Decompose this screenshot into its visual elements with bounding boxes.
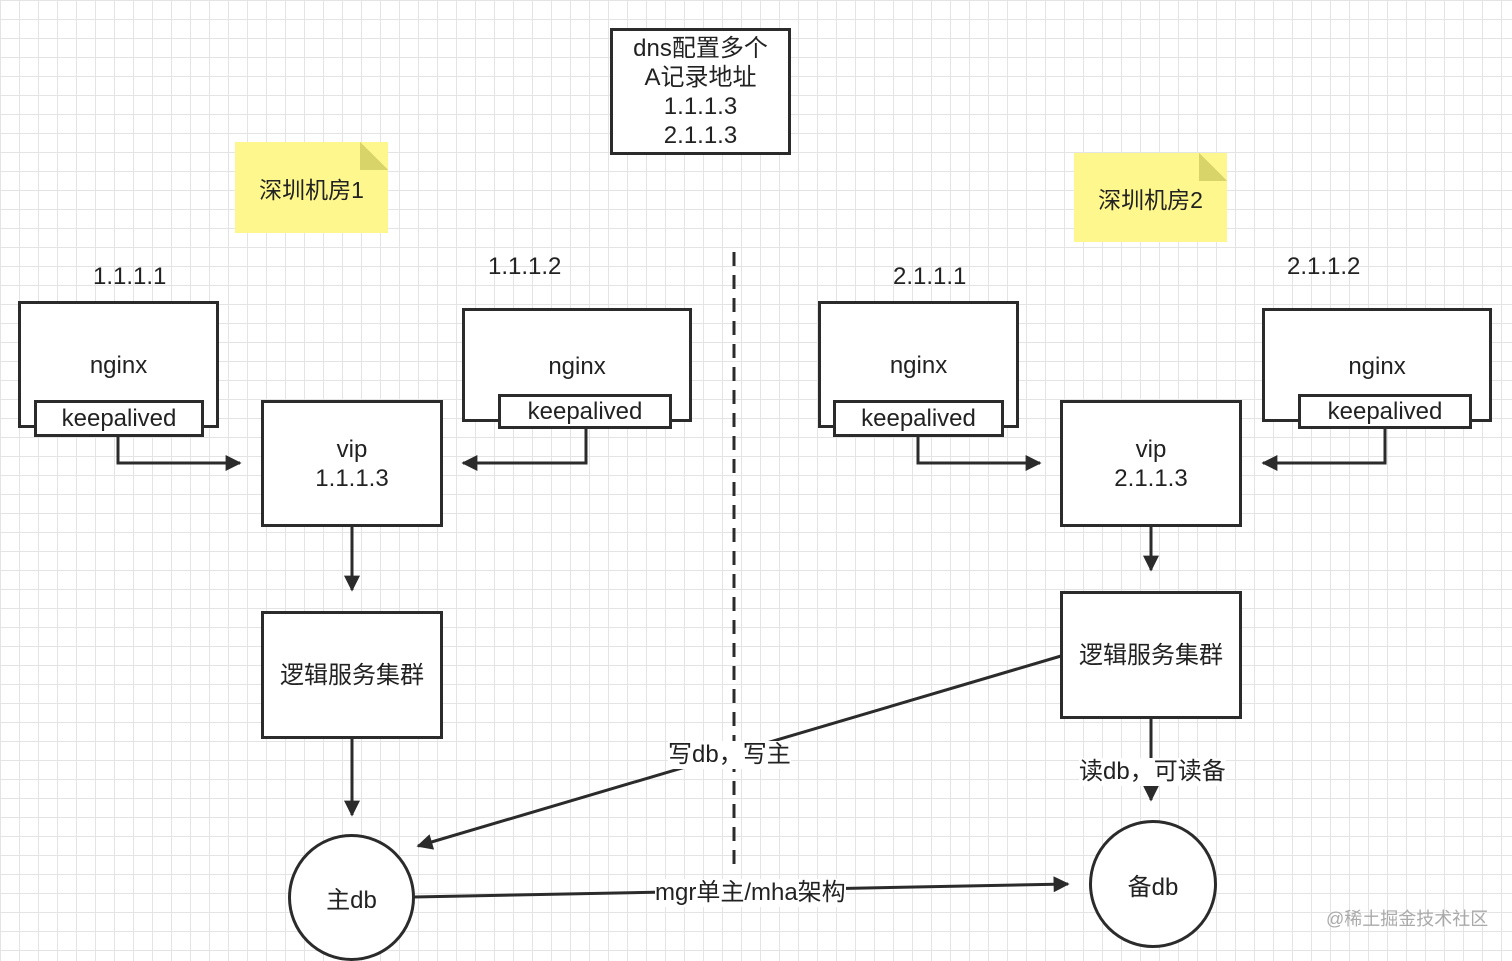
- note-fold-icon: [360, 142, 388, 170]
- service-label: 逻辑服务集群: [280, 661, 424, 689]
- edge-keepalived1a-vip: [116, 436, 242, 471]
- room1-service-cluster[interactable]: 逻辑服务集群: [261, 611, 443, 739]
- room2-service-cluster[interactable]: 逻辑服务集群: [1060, 591, 1242, 719]
- edge-keepalived2a-vip: [916, 436, 1042, 471]
- room2-ip-b: 2.1.1.2: [1287, 253, 1361, 280]
- keepalived-label: keepalived: [61, 405, 177, 432]
- dns-line-4: 2.1.1.3: [663, 121, 738, 149]
- vip-ip: 2.1.1.3: [1114, 464, 1188, 492]
- write-edge-label: 写db，写主: [668, 741, 791, 769]
- dns-line-3: 1.1.1.3: [663, 92, 738, 120]
- dns-line-1: dns配置多个: [633, 34, 768, 62]
- nginx-label: nginx: [1348, 353, 1406, 380]
- room2-vip[interactable]: vip 2.1.1.3: [1060, 400, 1242, 527]
- watermark: @稀土掘金技术社区: [1326, 909, 1489, 929]
- vip-ip: 1.1.1.3: [315, 464, 389, 492]
- room2-note-text: 深圳机房2: [1098, 186, 1203, 213]
- backup-db[interactable]: 备db: [1089, 820, 1217, 948]
- vip-label: vip: [1135, 435, 1167, 463]
- keepalived-label: keepalived: [861, 405, 976, 432]
- room1-ip-a: 1.1.1.1: [93, 263, 167, 290]
- dns-line-2: A记录地址: [644, 63, 757, 91]
- replication-edge-label: mgr单主/mha架构: [655, 879, 846, 907]
- read-edge-label: 读db，可读备: [1079, 758, 1226, 786]
- master-db[interactable]: 主db: [288, 834, 415, 961]
- backup-db-label: 备db: [1127, 873, 1179, 901]
- keepalived-label: keepalived: [527, 398, 643, 425]
- note-fold-icon: [1199, 153, 1227, 181]
- room2-keepalived-b[interactable]: keepalived: [1298, 394, 1472, 429]
- room2-keepalived-a[interactable]: keepalived: [833, 400, 1004, 437]
- edge-keepalived2b-vip: [1261, 428, 1387, 471]
- vip-label: vip: [336, 435, 368, 463]
- service-label: 逻辑服务集群: [1079, 641, 1223, 669]
- room1-note[interactable]: 深圳机房1: [235, 142, 388, 233]
- nginx-label: nginx: [889, 352, 948, 379]
- room2-note[interactable]: 深圳机房2: [1074, 153, 1227, 242]
- dns-box[interactable]: dns配置多个 A记录地址 1.1.1.3 2.1.1.3: [610, 28, 791, 155]
- nginx-label: nginx: [548, 353, 606, 380]
- room1-vip[interactable]: vip 1.1.1.3: [261, 400, 443, 527]
- room1-keepalived-a[interactable]: keepalived: [34, 400, 204, 437]
- master-db-label: 主db: [326, 887, 377, 914]
- nginx-label: nginx: [89, 352, 148, 379]
- room1-keepalived-b[interactable]: keepalived: [498, 394, 672, 429]
- keepalived-label: keepalived: [1327, 398, 1443, 425]
- edge-keepalived1b-vip: [461, 428, 588, 471]
- room1-ip-b: 1.1.1.2: [488, 253, 562, 280]
- room1-note-text: 深圳机房1: [259, 176, 364, 203]
- room2-ip-a: 2.1.1.1: [893, 263, 967, 290]
